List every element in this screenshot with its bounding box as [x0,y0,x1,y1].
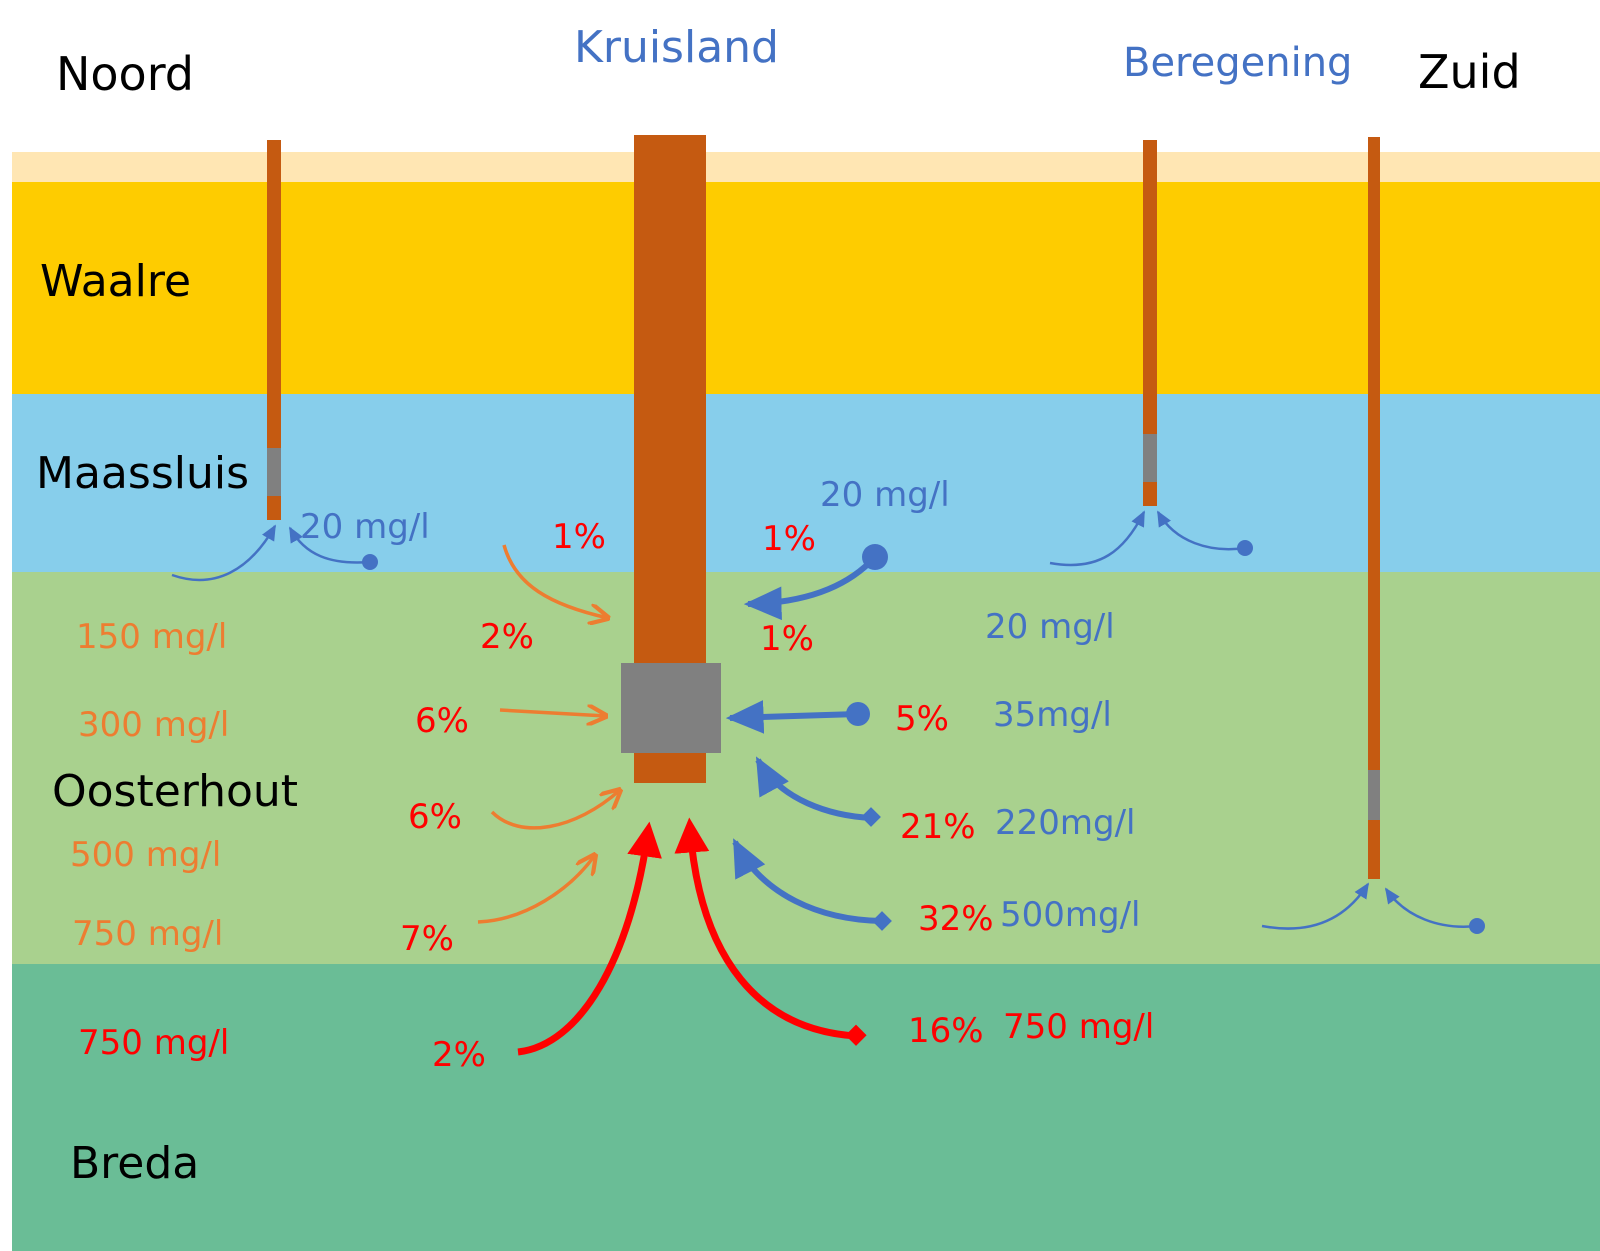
south-well-inflow [1261,882,1485,934]
conc-left-150: 150 mg/l [76,617,227,657]
conc-left-300: 300 mg/l [78,705,229,745]
conc-500: 500mg/l [1000,895,1141,935]
conc-35: 35mg/l [993,695,1112,735]
conc-left-750-red: 750 mg/l [78,1023,229,1063]
red-inflow-arrows [517,817,867,1056]
pct-orange-6a: 6% [415,701,469,741]
label-beregening: Beregening [1123,40,1352,86]
pct-blue-32: 32% [918,899,994,939]
pct-red-16: 16% [908,1011,984,1051]
layer-waalre [12,182,1600,394]
pct-orange-7: 7% [400,919,454,959]
conc-220: 220mg/l [995,803,1136,843]
blue-inflow-arrows [725,544,892,931]
pct-orange-2: 2% [480,617,534,657]
topsoil-layer [12,152,1600,182]
beregening-well-inflow [1049,510,1253,567]
pct-blue-21: 21% [900,807,976,847]
well-beregening-screen [1143,434,1157,482]
conc-maassluis-right: 20 mg/l [820,475,950,515]
north-well-inflow [171,524,378,582]
well-south-screen [1368,770,1380,820]
label-layer-oosterhout: Oosterhout [52,766,298,817]
pct-blue-1b: 1% [760,619,814,659]
pct-red-2: 2% [432,1035,486,1075]
layer-breda [12,964,1600,1251]
conc-750-right: 750 mg/l [1003,1007,1154,1047]
label-kruisland: Kruisland [574,22,779,73]
label-layer-waalre: Waalre [40,256,191,307]
well-north-casing [267,140,281,520]
orange-inflow-arrows [477,544,620,924]
well-north-screen [267,448,281,496]
conc-left-750-orange: 750 mg/l [72,914,223,954]
label-layer-breda: Breda [70,1138,199,1189]
layer-oosterhout [12,572,1600,964]
conc-north-well: 20 mg/l [300,507,430,547]
pct-orange-6b: 6% [408,797,462,837]
pct-blue-1a: 1% [762,519,816,559]
well-south-casing [1368,137,1380,879]
label-layer-maassluis: Maassluis [36,448,249,499]
well-kruisland-screen [621,663,721,753]
label-noord: Noord [56,47,194,101]
conc-left-500: 500 mg/l [70,835,221,875]
label-zuid: Zuid [1418,45,1521,99]
pct-blue-5: 5% [895,699,949,739]
pct-orange-1: 1% [552,517,606,557]
conc-oosterhout-top: 20 mg/l [985,607,1115,647]
well-beregening-casing [1143,140,1157,506]
